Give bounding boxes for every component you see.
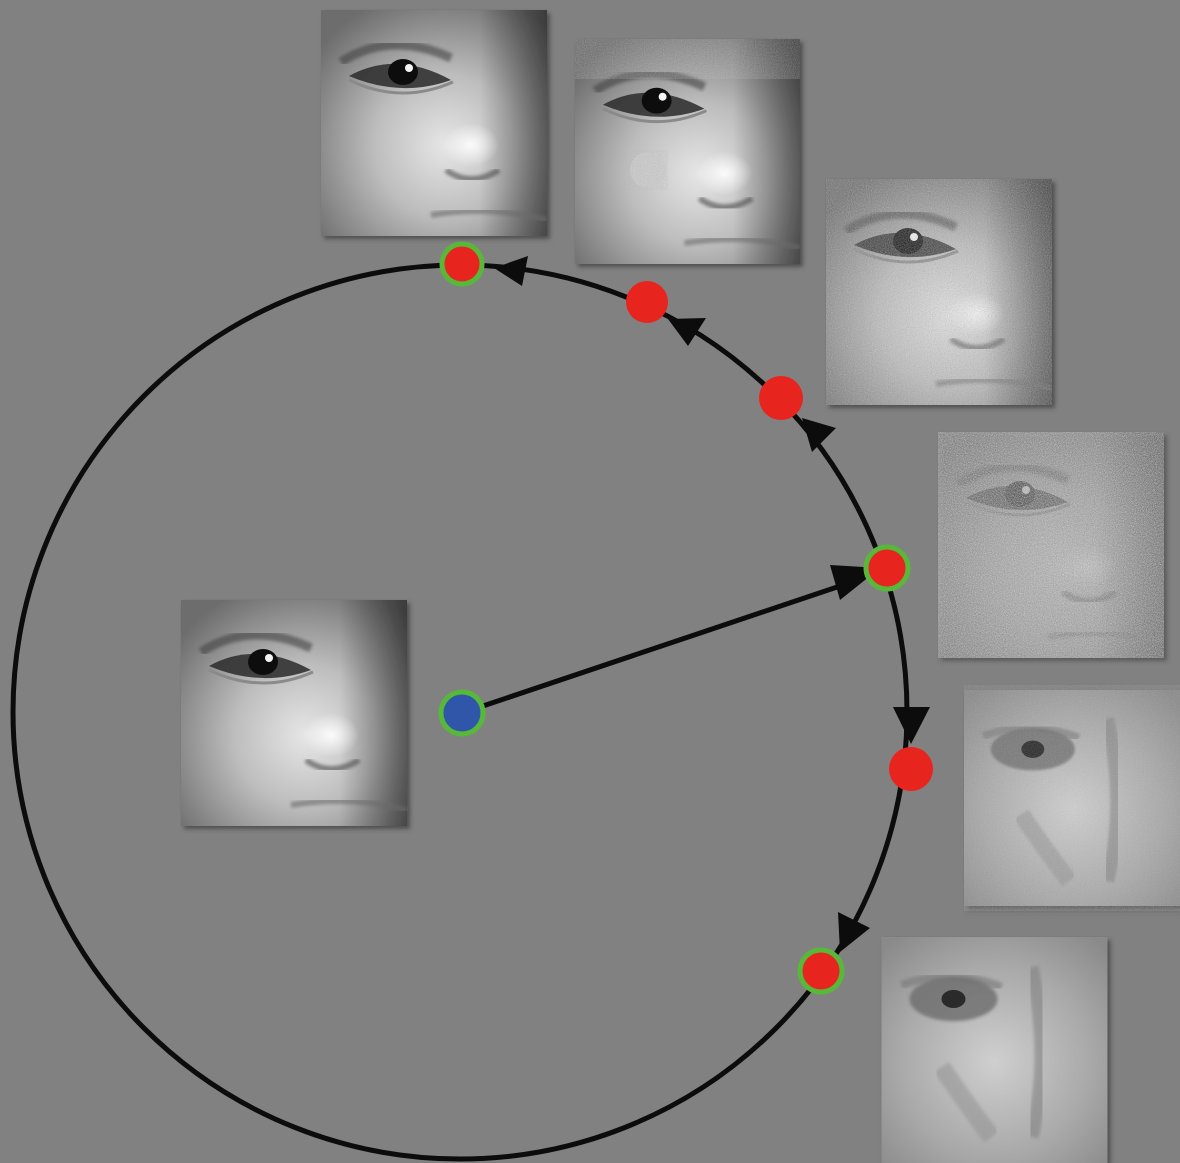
top-face-thumbnail — [321, 10, 547, 236]
right-face-thumbnail — [938, 432, 1164, 658]
node-lower-2 — [800, 950, 842, 992]
node-top — [442, 244, 482, 284]
node-upper-1 — [626, 281, 668, 323]
arc-arrow-4 — [893, 707, 930, 744]
node-center — [441, 692, 483, 734]
node-right — [866, 547, 908, 589]
upper-1-face-thumbnail — [575, 39, 800, 264]
radial-arrow — [462, 580, 858, 713]
node-upper-2 — [759, 376, 803, 420]
lower-1-face-thumbnail — [964, 685, 1180, 911]
arc-arrow-2 — [668, 318, 706, 346]
lower-2-face-thumbnail — [882, 937, 1108, 1163]
original-face-thumbnail — [181, 600, 407, 826]
arc-arrow-1 — [494, 256, 528, 286]
node-lower-1 — [889, 747, 933, 791]
upper-2-face-thumbnail — [826, 179, 1052, 405]
